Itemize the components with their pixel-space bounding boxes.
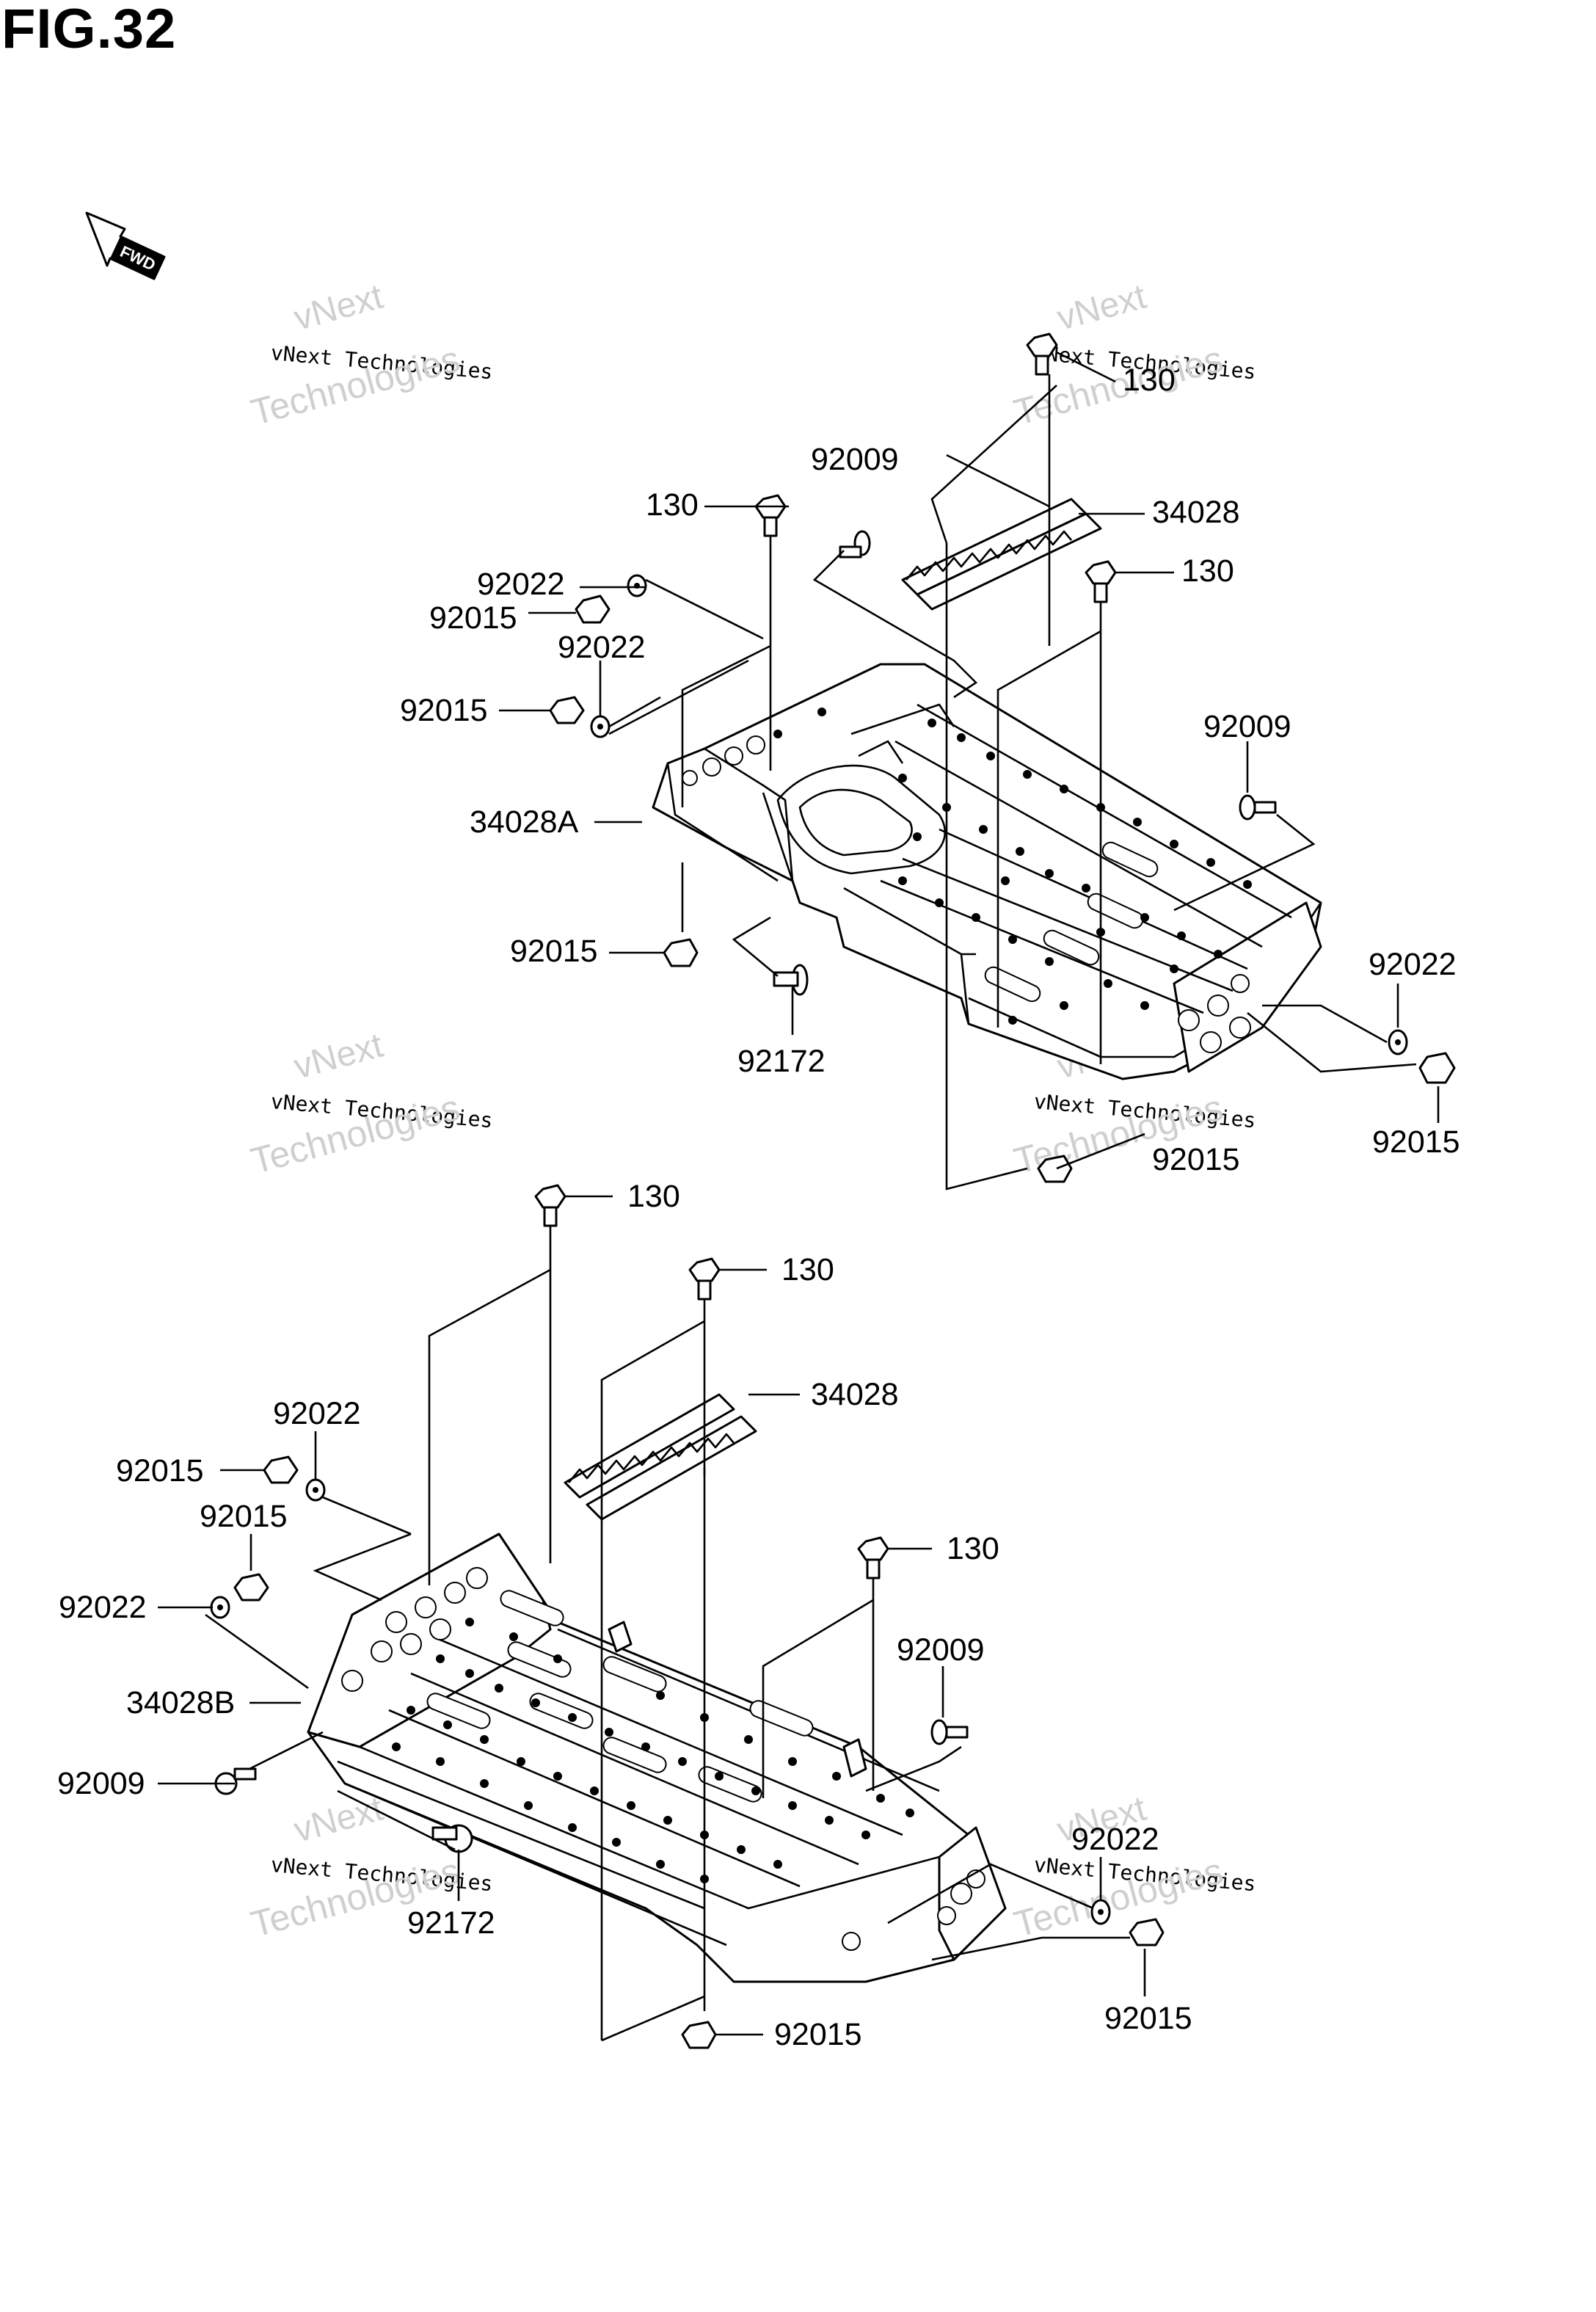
part-label-92022: 92022	[1071, 1822, 1159, 1857]
part-label-92009: 92009	[897, 1632, 985, 1668]
part-label-92015: 92015	[200, 1499, 288, 1534]
watermark-text: vNext	[290, 1026, 387, 1087]
rivet-pattern	[773, 708, 1252, 1025]
watermark-text: vNext	[290, 1789, 387, 1850]
part-label-34028a: 34028A	[470, 804, 579, 840]
nut-92015-icon	[233, 1573, 269, 1602]
nut-92015-icon	[1129, 1918, 1165, 1946]
part-label-92015: 92015	[429, 600, 517, 636]
rivet-pattern	[392, 1618, 914, 1883]
washer-92022-icon	[1090, 1899, 1111, 1925]
watermark-text: vNext	[1053, 277, 1150, 338]
pin-92172-icon	[773, 964, 809, 996]
part-label-130: 130	[646, 487, 699, 523]
footboard-34028a	[652, 663, 1322, 1080]
screw-92009-icon	[930, 1719, 969, 1745]
screw-92009-icon	[839, 530, 871, 559]
step-plate-34028-upper	[901, 498, 1102, 611]
part-label-92009: 92009	[811, 442, 899, 477]
part-label-92022: 92022	[477, 567, 565, 602]
part-label-92015: 92015	[510, 934, 598, 969]
part-label-92022: 92022	[558, 630, 646, 665]
washer-92022-icon	[210, 1596, 230, 1619]
leader-lines-upper	[499, 351, 1440, 1190]
nut-92015-icon	[681, 2021, 717, 2049]
bolt-130-icon	[688, 1257, 721, 1301]
part-label-130: 130	[781, 1252, 834, 1287]
washer-92022-icon	[1388, 1029, 1408, 1055]
washer-92022-icon	[305, 1478, 326, 1502]
nut-92015-icon	[1037, 1155, 1073, 1183]
bolt-130-icon	[754, 494, 787, 537]
leader-lines-lower	[158, 1195, 1146, 2042]
nut-92015-icon	[263, 1455, 299, 1484]
part-label-92015: 92015	[774, 2017, 862, 2052]
nut-92015-icon	[1418, 1052, 1456, 1084]
part-label-92022: 92022	[273, 1396, 361, 1431]
part-label-130: 130	[947, 1531, 999, 1566]
part-label-130: 130	[1181, 553, 1234, 589]
fasteners-lower	[210, 1184, 1165, 2049]
part-label-92009: 92009	[57, 1766, 145, 1801]
part-label-92172: 92172	[407, 1905, 495, 1941]
screw-92009-icon	[214, 1767, 257, 1795]
washer-92022-icon	[590, 715, 611, 738]
bolt-130-icon	[1085, 560, 1117, 603]
washer-92022-icon	[627, 574, 647, 597]
nut-92015-icon	[549, 696, 585, 724]
part-label-92015: 92015	[1152, 1142, 1240, 1177]
part-label-34028: 34028	[1152, 495, 1240, 530]
bolt-130-icon	[1026, 332, 1058, 376]
nut-92015-icon	[663, 938, 699, 967]
watermark-text: vNext	[290, 277, 387, 338]
fasteners-upper	[549, 332, 1456, 1183]
part-label-92009: 92009	[1203, 709, 1291, 744]
bolt-130-icon	[857, 1536, 889, 1579]
part-label-34028b: 34028B	[126, 1685, 235, 1720]
screw-92009-icon	[1239, 794, 1277, 821]
figure-title: FIG.32	[1, 0, 177, 60]
part-label-92015: 92015	[1104, 2001, 1192, 2036]
part-label-92022: 92022	[1369, 947, 1457, 982]
part-label-92015: 92015	[116, 1453, 204, 1488]
part-label-92172: 92172	[737, 1044, 826, 1079]
step-plate-34028-lower	[564, 1393, 757, 1521]
part-label-92015: 92015	[400, 693, 488, 728]
part-label-92015: 92015	[1372, 1124, 1460, 1160]
lower-step-assembly: 130 130 34028 92022 92015 92015 130 9202…	[57, 1179, 1192, 2052]
part-label-130: 130	[627, 1179, 680, 1214]
part-label-34028: 34028	[811, 1377, 899, 1412]
fwd-arrow-icon: FWD	[85, 211, 166, 280]
nut-92015-icon	[575, 595, 611, 624]
part-label-130: 130	[1123, 363, 1176, 398]
footboard-34028b	[307, 1533, 1007, 1983]
part-label-92022: 92022	[59, 1590, 147, 1625]
bolt-130-icon	[534, 1184, 566, 1227]
upper-step-assembly: 130 92009 130 34028 92022 92015 92022 13…	[400, 332, 1460, 1190]
